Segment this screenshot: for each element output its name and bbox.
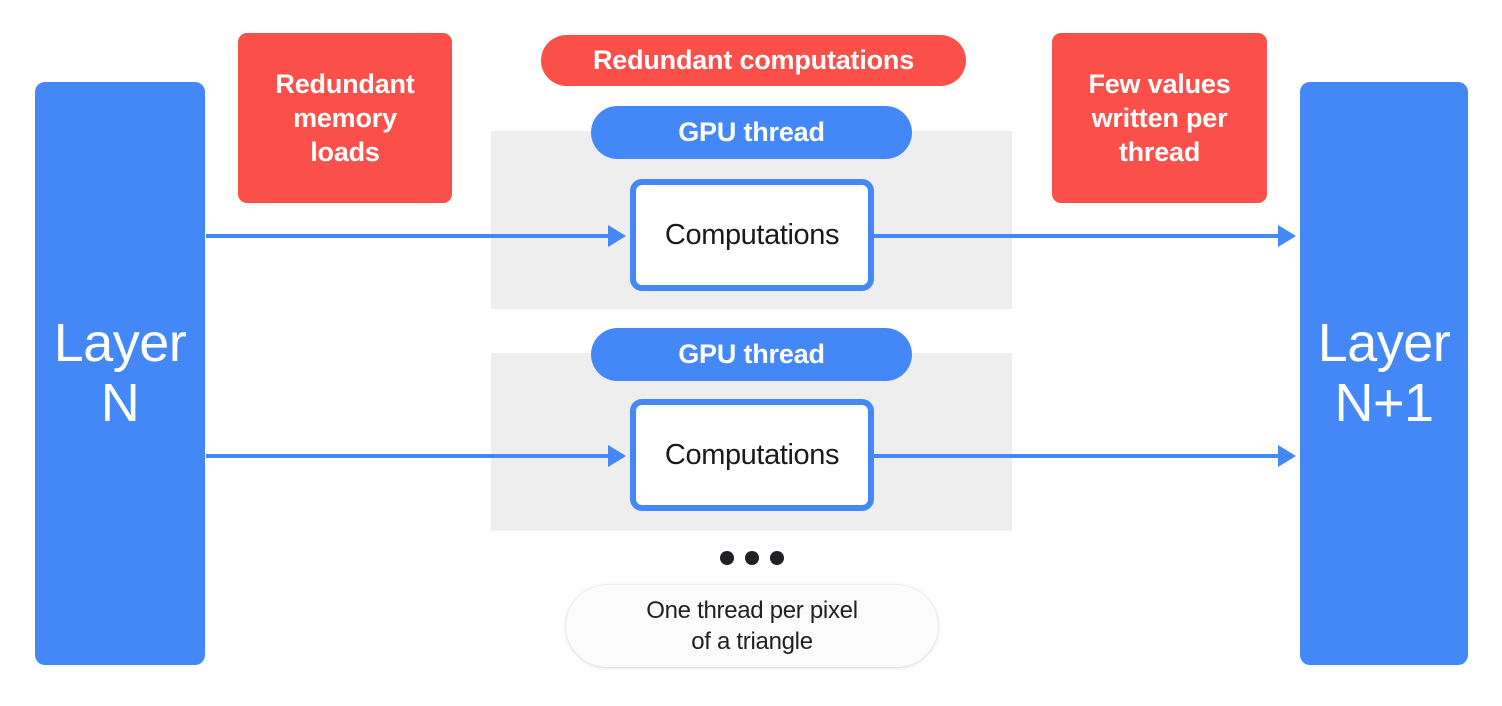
note-one-thread-per-pixel: One thread per pixel of a triangle bbox=[566, 585, 938, 667]
layer-n-block: Layer N bbox=[35, 82, 205, 665]
arrow-input-line-2 bbox=[206, 454, 610, 458]
gpu-thread-pill-2: GPU thread bbox=[591, 328, 912, 381]
computations-box-2: Computations bbox=[630, 399, 874, 511]
callout-few-values-written-per-thread: Few values written per thread bbox=[1052, 33, 1267, 203]
computations-box-1: Computations bbox=[630, 179, 874, 291]
layer-n-plus-1-block: Layer N+1 bbox=[1300, 82, 1468, 665]
arrow-output-line-1 bbox=[874, 234, 1280, 238]
arrow-input-line-1 bbox=[206, 234, 610, 238]
arrow-output-line-2 bbox=[874, 454, 1280, 458]
ellipsis-dot bbox=[770, 551, 784, 565]
gpu-thread-pill-1: GPU thread bbox=[591, 106, 912, 159]
arrow-output-head-1-icon bbox=[1278, 225, 1296, 247]
arrow-input-head-1-icon bbox=[608, 225, 626, 247]
arrow-input-head-2-icon bbox=[608, 445, 626, 467]
callout-redundant-computations: Redundant computations bbox=[541, 35, 966, 86]
arrow-output-head-2-icon bbox=[1278, 445, 1296, 467]
callout-redundant-memory-loads: Redundant memory loads bbox=[238, 33, 452, 203]
ellipsis-dot bbox=[745, 551, 759, 565]
ellipsis-dot bbox=[720, 551, 734, 565]
ellipsis-more-threads-icon bbox=[720, 551, 784, 565]
